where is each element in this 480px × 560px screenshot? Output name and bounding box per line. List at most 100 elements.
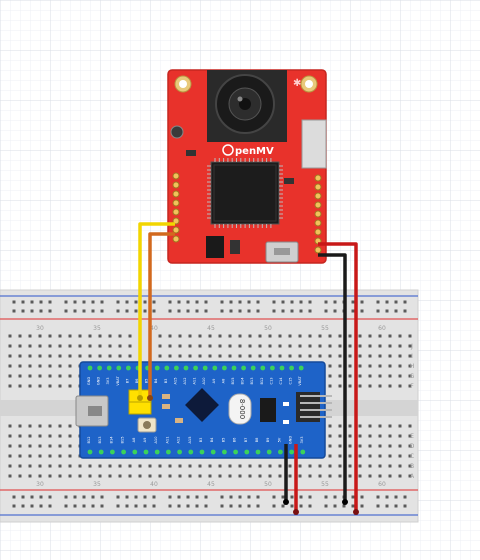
breadboard-hole [385, 300, 389, 304]
breadboard-hole [178, 354, 182, 358]
breadboard-hole [88, 474, 92, 478]
breadboard-hole [388, 424, 392, 428]
breadboard-hole [398, 464, 402, 468]
mcu-chip [185, 388, 219, 422]
camera-pad [172, 208, 180, 216]
breadboard-hole [288, 464, 292, 468]
breadboard-hole [195, 309, 199, 313]
breadboard-hole [39, 504, 43, 508]
breadboard-hole [394, 309, 398, 313]
breadboard-hole [116, 309, 120, 313]
breadboard-hole [73, 495, 77, 499]
breadboard-hole [64, 504, 68, 508]
sd-card-slot [301, 119, 327, 169]
pin-label: B5 [221, 438, 225, 443]
breadboard-hole [378, 444, 382, 448]
column-number: 60 [378, 481, 386, 488]
row-letter: C [410, 453, 414, 460]
breadboard-hole [28, 344, 32, 348]
breadboard-hole [318, 354, 322, 358]
breadboard-hole [338, 434, 342, 438]
camera-left-pads [172, 172, 180, 243]
breadboard-hole [308, 354, 312, 358]
breadboard-hole [68, 334, 72, 338]
breadboard-hole [198, 474, 202, 478]
header-pin [174, 365, 179, 371]
breadboard-hole [143, 309, 147, 313]
breadboard-hole [177, 300, 181, 304]
breadboard-hole [385, 309, 389, 313]
breadboard-hole [376, 309, 380, 313]
breadboard-hole [268, 464, 272, 468]
breadboard-hole [308, 334, 312, 338]
breadboard-hole [298, 474, 302, 478]
breadboard-hole [12, 495, 16, 499]
pin-label: A15 [173, 377, 177, 384]
breadboard-hole [68, 454, 72, 458]
lens-glare [237, 96, 243, 102]
breadboard-hole [177, 504, 181, 508]
breadboard-hole [48, 384, 52, 388]
breadboard-hole [281, 504, 285, 508]
header-pin [125, 365, 131, 371]
breadboard-hole [388, 334, 392, 338]
breadboard-hole [338, 364, 342, 368]
breadboard-hole [308, 344, 312, 348]
breadboard-hole [368, 454, 372, 458]
breadboard-hole [328, 434, 332, 438]
breadboard-hole [48, 454, 52, 458]
breadboard-hole [351, 504, 355, 508]
reset-button-cap [143, 421, 151, 429]
breadboard-hole [58, 434, 62, 438]
breadboard-hole [324, 495, 328, 499]
breadboard-hole [403, 300, 407, 304]
breadboard-hole [186, 504, 190, 508]
breadboard-hole [38, 334, 42, 338]
breadboard-hole [48, 344, 52, 348]
breadboard-hole [290, 300, 294, 304]
breadboard-hole [328, 424, 332, 428]
breadboard-hole [195, 300, 199, 304]
breadboard-hole [338, 424, 342, 428]
breadboard-hole [376, 300, 380, 304]
breadboard-hole [351, 309, 355, 313]
breadboard-hole [378, 384, 382, 388]
breadboard-hole [48, 334, 52, 338]
breadboard-hole [333, 300, 337, 304]
breadboard-hole [238, 495, 242, 499]
breadboard-hole [247, 495, 251, 499]
header-pin [202, 365, 208, 371]
breadboard-hole [38, 474, 42, 478]
header-pin [121, 449, 126, 455]
breadboard-hole [8, 344, 12, 348]
breadboard-hole [8, 444, 12, 448]
breadboard-hole [360, 309, 364, 313]
breadboard-hole [18, 444, 22, 448]
header-pin [212, 365, 218, 371]
breadboard-hole [228, 464, 232, 468]
breadboard-hole [358, 444, 362, 448]
breadboard-hole [408, 344, 412, 348]
breadboard-hole [348, 444, 352, 448]
breadboard-hole [248, 354, 252, 358]
column-number: 40 [150, 325, 158, 332]
breadboard-hole [308, 309, 312, 313]
breadboard-hole [58, 424, 62, 428]
usb-port-icon [88, 406, 102, 416]
breadboard-hole [198, 354, 202, 358]
breadboard-hole [158, 354, 162, 358]
breadboard-hole [290, 495, 294, 499]
breadboard-hole [368, 354, 372, 358]
pin-label: C14 [279, 377, 283, 385]
breadboard-hole [288, 334, 292, 338]
pin-label: B5 [145, 379, 149, 384]
pin-label: B15 [231, 377, 235, 384]
breadboard-hole [247, 504, 251, 508]
breadboard-hole [368, 444, 372, 448]
breadboard-hole [333, 504, 337, 508]
header-pin [164, 365, 170, 371]
breadboard-hole [195, 495, 199, 499]
pin-label: B4 [154, 378, 158, 383]
header-pin [166, 449, 171, 455]
